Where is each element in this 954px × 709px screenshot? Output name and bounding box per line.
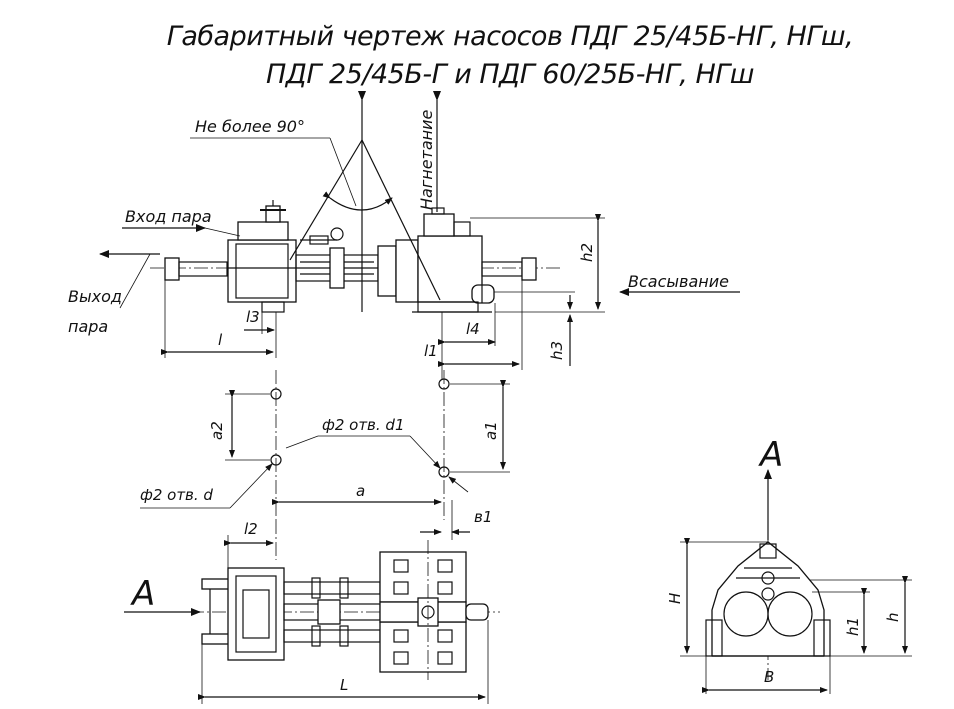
angle-line-right <box>361 139 441 301</box>
suction-label: Всасывание <box>628 272 729 291</box>
plan-bolt-top <box>201 578 231 590</box>
dim-a1-label: a1 <box>482 421 500 440</box>
discharge-flange <box>423 213 455 237</box>
steam-cylinder <box>227 239 297 303</box>
dim-l3-label: l3 <box>246 308 260 326</box>
view-a-right-cylinder <box>767 591 813 637</box>
hole-right-lower <box>438 466 450 478</box>
dim-l4-label: l4 <box>466 320 480 338</box>
view-a-arrow-label: A <box>130 574 155 614</box>
hydraulic-cylinder <box>417 235 483 303</box>
steam-knob <box>330 227 344 241</box>
hole-left-upper <box>270 388 282 400</box>
angle-arc <box>322 191 393 211</box>
dim-h1-label: h1 <box>844 617 862 636</box>
left-pipe <box>178 261 228 277</box>
suction-nozzle <box>471 284 495 304</box>
dim-l-label: l <box>218 331 223 349</box>
plan-suction-knob <box>465 603 489 621</box>
right-flange <box>521 257 537 281</box>
view-a: A H h1 h B <box>666 435 912 694</box>
holes-d-label: ф2 отв. d <box>140 486 213 504</box>
dim-L-label: L <box>340 676 348 694</box>
left-flange <box>164 257 180 281</box>
dim-a-label: a <box>356 482 365 500</box>
valve-box <box>237 221 289 241</box>
dim-h2-label: h2 <box>578 243 596 262</box>
dim-a2-label: a2 <box>208 421 226 440</box>
title-line-2: ПДГ 25/45Б-Г и ПДГ 60/25Б-НГ, НГш <box>266 59 754 90</box>
middle-flange <box>377 245 397 297</box>
plan-view: l2 L A <box>124 520 500 704</box>
plan-rod-top <box>283 581 381 595</box>
steam-out-label-1: Выход <box>68 287 122 306</box>
steam-cylinder-inner <box>235 243 289 299</box>
dim-h-label: h <box>884 612 902 622</box>
steam-foot <box>261 301 285 313</box>
steam-out-label-2: пара <box>68 317 108 336</box>
plan-rod-bottom <box>283 629 381 643</box>
discharge-label: Нагнетание <box>417 109 436 210</box>
side-view: Не более 90° Нагнетание Вход пара Выход … <box>68 91 740 380</box>
dim-B-label: B <box>764 668 774 686</box>
angle-label: Не более 90° <box>195 117 305 136</box>
steam-in-label: Вход пара <box>125 207 212 226</box>
plan-bolt-bottom <box>201 633 231 645</box>
hydraulic-foot <box>417 301 479 313</box>
plan-hydraulic-bottom <box>379 621 467 673</box>
dim-l2-label: l2 <box>244 520 258 538</box>
view-a-title: A <box>758 435 783 475</box>
view-a-body <box>711 541 825 657</box>
rod-clamp <box>329 247 345 289</box>
drawing-title: Габаритный чертеж насосов ПДГ 25/45Б-НГ,… <box>167 21 854 90</box>
plan-steam-cylinder <box>227 567 285 661</box>
dim-l1-label: l1 <box>424 342 438 360</box>
holes-d1-label: ф2 отв. d1 <box>322 416 405 434</box>
right-pipe <box>481 261 523 277</box>
title-line-1: Габаритный чертеж насосов ПДГ 25/45Б-НГ,… <box>167 21 853 52</box>
mounting-holes-view: a2 a1 ф2 отв. d1 ф2 отв. d a в1 <box>140 370 510 540</box>
plan-hydraulic-top <box>379 551 467 603</box>
hole-left-lower <box>270 454 282 466</box>
hole-right-upper <box>438 378 450 390</box>
dim-h3-label: h3 <box>548 341 566 360</box>
dim-b1-label: в1 <box>474 508 492 526</box>
angle-line-left <box>289 139 363 261</box>
valve-stem <box>265 205 281 223</box>
dim-H-label: H <box>666 593 684 604</box>
